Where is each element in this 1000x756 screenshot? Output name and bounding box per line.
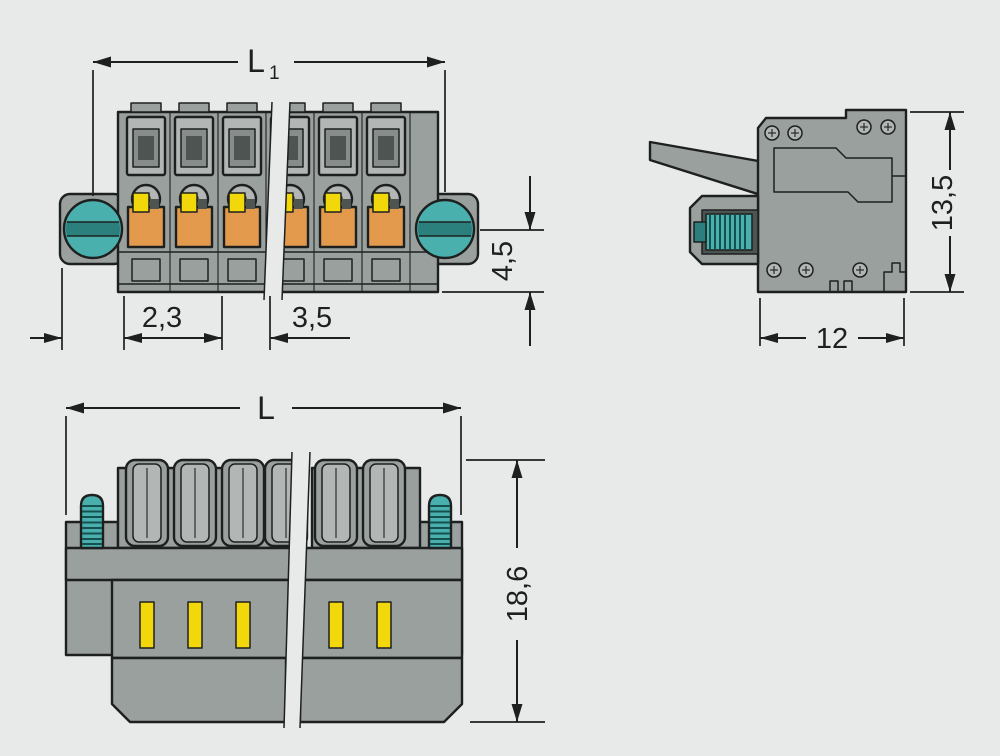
top-screw <box>880 119 896 135</box>
arrowhead-left <box>93 56 111 68</box>
arrowhead-outside-left <box>44 333 62 343</box>
pole-tab <box>172 458 218 548</box>
view-connector-front: L 1 2,3 3,5 4,5 <box>30 43 544 350</box>
dim-label-l1: L <box>247 43 265 79</box>
side-thread-hatching <box>709 215 746 249</box>
arrowhead-right <box>443 402 461 414</box>
coding-slot-yellow <box>139 601 155 649</box>
arrowhead <box>204 333 222 343</box>
dim-label-pole-pitch: 3,5 <box>292 302 332 334</box>
arrowhead <box>270 333 288 343</box>
arrowhead <box>124 333 142 343</box>
coding-slot-yellow <box>235 601 251 649</box>
strain-relief-hook <box>883 262 906 292</box>
arrowhead-left <box>66 402 84 414</box>
dim-label-total-height: 18,6 <box>502 566 534 622</box>
pole-dividers <box>169 112 411 292</box>
break-band-front <box>263 101 291 301</box>
left-threaded-stud <box>79 493 105 550</box>
coding-slot-yellow <box>328 601 344 649</box>
bottom-screw <box>798 262 814 278</box>
right-flange-screw <box>416 200 474 258</box>
dim-label-l1-subscript: 1 <box>269 63 280 84</box>
left-foot <box>110 656 288 724</box>
left-flange-screw <box>64 200 122 258</box>
dimension-side-depth: 12 <box>759 298 905 355</box>
dimension-total-height: 18,6 <box>466 459 545 723</box>
bottom-screw <box>766 262 782 278</box>
connector-body-side <box>756 108 908 294</box>
right-foot <box>298 656 464 724</box>
dim-label-strip-height: 4,5 <box>487 241 519 281</box>
arrowhead-right <box>427 56 445 68</box>
arrowhead-up <box>944 112 956 130</box>
latch-cavity-contour <box>773 147 893 203</box>
bottom-notch <box>843 280 853 293</box>
arrowhead-down <box>511 704 523 722</box>
break-band-bottom <box>283 451 311 729</box>
right-threaded-stud <box>427 493 453 550</box>
dimension-strip-height: 4,5 <box>442 176 544 346</box>
arrowhead-right <box>886 333 904 343</box>
dimension-l1: L 1 <box>92 43 446 196</box>
bottom-screw <box>852 262 868 278</box>
arrowhead-down <box>944 274 956 292</box>
bottom-notch <box>829 280 839 293</box>
screw-tip <box>693 221 707 243</box>
flange-band <box>64 546 464 582</box>
top-screw <box>856 119 872 135</box>
pole-tab <box>313 458 359 548</box>
dimension-l: L <box>65 390 462 515</box>
dim-label-side-depth: 12 <box>816 323 848 355</box>
dim-label-flange-offset: 2,3 <box>142 302 182 334</box>
top-screw <box>787 125 803 141</box>
arrowhead-up <box>524 292 536 310</box>
pole-tab <box>124 458 170 548</box>
dim-label-side-height: 13,5 <box>927 175 959 231</box>
view-connector-side: 13,5 12 <box>648 108 964 355</box>
dim-label-l: L <box>257 390 275 426</box>
view-connector-bottom: L 18,6 <box>64 390 545 729</box>
dimension-pitch: 2,3 3,5 <box>30 268 350 350</box>
pole-tab <box>361 458 407 548</box>
coding-slot-yellow <box>376 601 392 649</box>
arrowhead-up <box>511 460 523 478</box>
pole-tab <box>220 458 266 548</box>
arrowhead-down <box>524 212 536 230</box>
dimension-side-height: 13,5 <box>910 111 964 293</box>
coding-slot-yellow <box>187 601 203 649</box>
arrowhead-left <box>760 333 778 343</box>
release-lever <box>648 140 766 198</box>
top-screw <box>764 125 780 141</box>
